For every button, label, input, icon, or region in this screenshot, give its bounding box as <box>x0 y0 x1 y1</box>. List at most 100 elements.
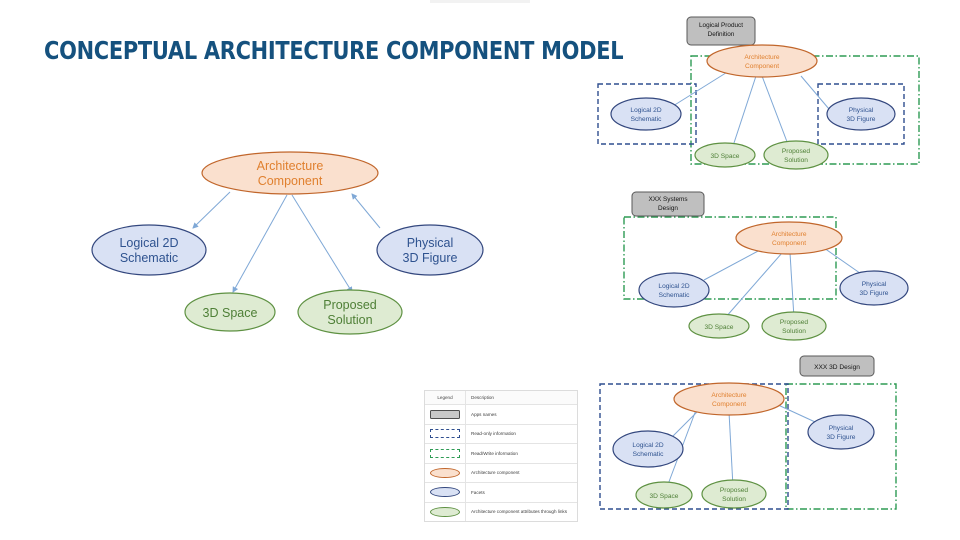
node-physical-3d-line1: Physical <box>849 107 874 114</box>
node-physical-3d-line2: 3D Figure <box>860 290 889 297</box>
node-physical-3d-line1: Physical <box>862 281 887 288</box>
tag-line2: Definition <box>708 31 735 38</box>
group-read-write-2 <box>623 216 837 300</box>
link-ac-proposed <box>728 411 734 488</box>
node-architecture-component[interactable]: Architecture Component <box>201 151 379 195</box>
node-3d-space[interactable]: 3D Space <box>694 142 756 168</box>
node-architecture-component[interactable]: Architecture Component <box>673 382 785 416</box>
legend-header-cell-legend: Legend <box>425 395 465 400</box>
node-3d-space[interactable]: 3D Space <box>688 313 750 339</box>
node-architecture-component-line2: Component <box>258 174 323 188</box>
node-logical-2d-line2: Schematic <box>659 292 690 299</box>
node-architecture-component[interactable]: Architecture Component <box>735 221 843 255</box>
variant-logical-product-definition: Logical Product Definition Architecture … <box>596 14 920 174</box>
legend-row-architecture-component: Architecture component <box>425 463 577 483</box>
node-logical-2d-line1: Logical 2D <box>119 236 178 250</box>
node-physical-3d-line2: 3D Figure <box>847 116 876 123</box>
node-logical-2d-schematic[interactable]: Logical 2D Schematic <box>612 430 684 468</box>
orange-ellipse-icon <box>430 467 460 478</box>
node-logical-2d-schematic[interactable]: Logical 2D Schematic <box>638 272 710 308</box>
node-physical-3d-figure[interactable]: Physical 3D Figure <box>807 414 875 450</box>
node-architecture-component-line2: Component <box>745 63 779 70</box>
link-ac-proposed <box>291 194 353 293</box>
group-read-only-1a <box>597 83 697 145</box>
variant-xxx-3d-design: XXX 3D Design Architecture Component Log… <box>596 352 906 517</box>
link-ac-proposed <box>761 75 790 148</box>
blue-dashed-rect-icon <box>430 429 460 439</box>
node-proposed-solution[interactable]: Proposed Solution <box>763 140 829 170</box>
legend-table: Legend Description Apps names Read-only … <box>424 390 578 522</box>
page-title: CONCEPTUAL ARCHITECTURE COMPONENT MODEL <box>44 36 624 65</box>
green-dashdot-rect-icon <box>430 448 460 458</box>
node-physical-3d-line2: 3D Figure <box>827 434 856 441</box>
node-proposed-solution[interactable]: Proposed Solution <box>701 479 767 509</box>
top-decorative-bar <box>430 0 530 3</box>
node-3d-space[interactable]: 3D Space <box>184 292 276 332</box>
legend-swatch-cell <box>425 506 465 517</box>
node-architecture-component-line1: Architecture <box>771 231 807 238</box>
node-physical-3d-figure[interactable]: Physical 3D Figure <box>839 270 909 306</box>
node-logical-2d-line2: Schematic <box>631 116 662 123</box>
node-architecture-component[interactable]: Architecture Component <box>706 44 818 78</box>
tag-xxx-3d-design[interactable]: XXX 3D Design <box>799 355 875 377</box>
link-physical3d-ac <box>351 193 381 229</box>
legend-desc-cell: Facets <box>465 483 577 502</box>
node-proposed-solution[interactable]: Proposed Solution <box>761 311 827 341</box>
legend-row-read-only: Read-only information <box>425 424 577 444</box>
node-3d-space-label: 3D Space <box>705 324 734 331</box>
node-physical-3d-line2: 3D Figure <box>403 251 458 265</box>
link-ac-proposed <box>789 252 795 319</box>
node-logical-2d-schematic[interactable]: Logical 2D Schematic <box>91 224 207 276</box>
node-logical-2d-line2: Schematic <box>120 251 178 265</box>
legend-row-read-write: Read/Write information <box>425 444 577 464</box>
node-proposed-solution-line1: Proposed <box>780 319 809 326</box>
node-architecture-component-line2: Component <box>772 240 806 247</box>
green-ellipse-icon <box>430 506 460 517</box>
legend-description-read-only: Read-only information <box>471 431 516 437</box>
node-proposed-solution-line1: Proposed <box>782 148 811 155</box>
link-ac-3dspace <box>232 194 288 293</box>
node-proposed-solution[interactable]: Proposed Solution <box>297 289 403 335</box>
node-physical-3d-figure[interactable]: Physical 3D Figure <box>826 97 896 131</box>
group-read-only-1b <box>817 83 905 145</box>
node-proposed-solution-line2: Solution <box>722 496 746 503</box>
tag-line1: XXX 3D Design <box>814 364 860 371</box>
node-logical-2d-schematic[interactable]: Logical 2D Schematic <box>610 97 682 131</box>
node-proposed-solution-line2: Solution <box>327 313 372 327</box>
node-architecture-component-line1: Architecture <box>711 392 747 399</box>
link-ac-logical2d <box>192 191 231 229</box>
node-3d-space[interactable]: 3D Space <box>635 481 693 509</box>
legend-header-row: Legend Description <box>425 391 577 405</box>
node-proposed-solution-line2: Solution <box>782 328 806 335</box>
legend-desc-cell: Architecture component <box>465 463 577 482</box>
legend-swatch-cell <box>425 409 465 419</box>
legend-swatch-cell <box>425 467 465 478</box>
node-architecture-component-line1: Architecture <box>257 159 324 173</box>
legend-description-attributes: Architecture component attributes throug… <box>471 509 568 515</box>
node-physical-3d-figure[interactable]: Physical 3D Figure <box>376 224 484 276</box>
legend-header-cell-description: Description <box>465 391 577 404</box>
node-logical-2d-line2: Schematic <box>633 451 664 458</box>
legend-row-attributes: Architecture component attributes throug… <box>425 502 577 521</box>
node-proposed-solution-line2: Solution <box>784 157 808 164</box>
link-ac-3dspace <box>732 75 757 147</box>
link-ac-3dspace <box>724 252 783 319</box>
legend-description-apps-names: Apps names <box>471 411 497 417</box>
legend-description-read-write: Read/Write information <box>471 450 518 456</box>
node-logical-2d-line1: Logical 2D <box>658 283 689 290</box>
node-3d-space-label: 3D Space <box>711 153 740 160</box>
node-physical-3d-line1: Physical <box>829 425 854 432</box>
tag-logical-product-definition[interactable]: Logical Product Definition <box>686 16 756 46</box>
gray-rounded-rect-icon <box>430 409 460 419</box>
tag-xxx-systems-design[interactable]: XXX Systems Design <box>631 191 705 217</box>
node-3d-space-label: 3D Space <box>650 493 679 500</box>
node-proposed-solution-line1: Proposed <box>323 298 377 312</box>
legend-desc-cell: Read/Write information <box>465 444 577 463</box>
tag-line1: Logical Product <box>699 22 743 29</box>
link-ac-logical2d <box>703 249 761 281</box>
tag-line1: XXX Systems <box>648 196 687 203</box>
legend-swatch-cell <box>425 487 465 498</box>
group-read-write-3 <box>785 383 897 510</box>
node-3d-space-label: 3D Space <box>203 306 258 320</box>
